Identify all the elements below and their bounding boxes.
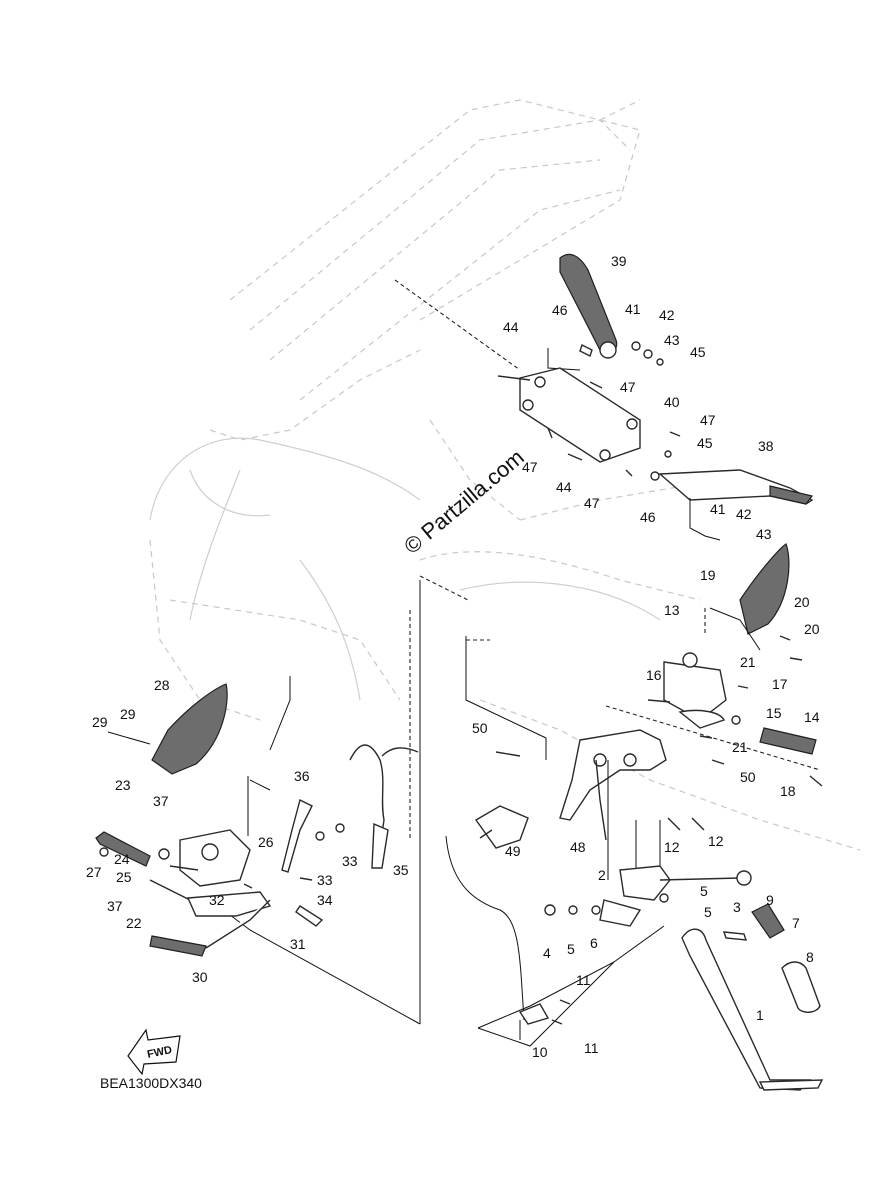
callout-label: 13 — [664, 602, 680, 618]
callout-label: 2 — [598, 867, 606, 883]
left-footpeg-part — [95, 831, 151, 867]
callout-label: 6 — [590, 935, 598, 951]
passenger-bracket-part — [519, 367, 641, 463]
brake-pedal-arm-part — [595, 759, 607, 841]
shift-pedal-arm-part — [186, 891, 272, 917]
callout-label: 29 — [92, 714, 108, 730]
callout-label: 24 — [114, 851, 130, 867]
callout-label: 44 — [503, 319, 519, 335]
callout-label: 28 — [154, 677, 170, 693]
callout-label: 41 — [710, 501, 726, 517]
callout-label: 43 — [756, 526, 772, 542]
callout-label: 35 — [393, 862, 409, 878]
callout-label: 38 — [758, 438, 774, 454]
callout-label: 16 — [646, 667, 662, 683]
callout-label: 49 — [505, 843, 521, 859]
diagram-code: BEA1300DX340 — [100, 1075, 202, 1091]
right-footpeg-part — [759, 727, 817, 755]
callout-label: 27 — [86, 864, 102, 880]
callout-label: 22 — [126, 915, 142, 931]
fwd-arrow-icon: FWD — [127, 1028, 181, 1076]
callout-labels: 39 46 41 42 43 45 44 47 40 47 45 38 47 4… — [86, 253, 820, 1060]
callout-label: 17 — [772, 676, 788, 692]
callout-label: 36 — [294, 768, 310, 784]
passenger-footrest-assembly — [394, 253, 814, 541]
callout-label: 21 — [740, 654, 756, 670]
right-footrest-bracket-part — [663, 661, 727, 721]
rider-left-footrest-assembly — [95, 676, 421, 1025]
callout-label: 48 — [570, 839, 586, 855]
reservoir-bracket-part — [474, 805, 529, 849]
callout-label: 10 — [532, 1044, 548, 1060]
callout-label: 18 — [780, 783, 796, 799]
callout-label: 37 — [107, 898, 123, 914]
brake-lever-plate-part — [559, 729, 667, 821]
callout-label: 14 — [804, 709, 820, 725]
callout-label: 30 — [192, 969, 208, 985]
fwd-label: FWD — [146, 1044, 173, 1061]
callout-label: 1 — [756, 1007, 764, 1023]
callout-label: 42 — [659, 307, 675, 323]
shift-rod-part — [281, 798, 313, 873]
callout-label: 15 — [766, 705, 782, 721]
callout-label: 12 — [664, 839, 680, 855]
callout-label: 23 — [115, 777, 131, 793]
watermark: © Partzilla.com — [399, 444, 529, 558]
right-heel-guard-part — [739, 543, 790, 635]
callout-label: 32 — [209, 892, 225, 908]
callout-label: 19 — [700, 567, 716, 583]
callout-label: 41 — [625, 301, 641, 317]
callout-label: 12 — [708, 833, 724, 849]
background-frame-outline — [149, 99, 861, 851]
callout-label: 21 — [732, 739, 748, 755]
callout-label: 25 — [116, 869, 132, 885]
callout-label: 33 — [317, 872, 333, 888]
callout-label: 20 — [794, 594, 810, 610]
callout-label: 11 — [584, 1040, 599, 1056]
callout-label: 47 — [522, 459, 538, 475]
left-heel-guard-part — [151, 683, 228, 775]
callout-label: 5 — [700, 883, 708, 899]
callout-label: 44 — [556, 479, 572, 495]
callout-label: 47 — [700, 412, 716, 428]
rider-right-footrest-assembly — [605, 543, 823, 787]
callout-label: 45 — [697, 435, 713, 451]
callout-label: 43 — [664, 332, 680, 348]
callout-label: 46 — [640, 509, 656, 525]
callout-label: 9 — [766, 892, 774, 908]
sidestand-spring-part — [751, 903, 785, 939]
callout-label: 50 — [740, 769, 756, 785]
callout-label: 42 — [736, 506, 752, 522]
callout-label: 46 — [552, 302, 568, 318]
callout-label: 29 — [120, 706, 136, 722]
callout-label: 50 — [472, 720, 488, 736]
sidestand-leg-part — [681, 928, 812, 1091]
sidestand-bracket-part — [619, 865, 671, 901]
callout-label: 8 — [806, 949, 814, 965]
callout-label: 3 — [733, 899, 741, 915]
callout-label: 47 — [620, 379, 636, 395]
callout-label: 26 — [258, 834, 274, 850]
callout-label: 47 — [584, 495, 600, 511]
sidestand-assembly — [477, 760, 824, 1091]
callout-label: 45 — [690, 344, 706, 360]
callout-label: 33 — [342, 853, 358, 869]
callout-label: 20 — [804, 621, 820, 637]
callout-label: 5 — [704, 904, 712, 920]
sidestand-pin-part — [781, 961, 821, 1013]
callout-label: 40 — [664, 394, 680, 410]
callout-label: 7 — [792, 915, 800, 931]
passenger-footpeg-grip-part — [559, 253, 618, 355]
callout-label: 31 — [290, 936, 306, 952]
callout-label: 5 — [567, 941, 575, 957]
callout-label: 37 — [153, 793, 169, 809]
callout-label: 4 — [543, 945, 551, 961]
callout-label: 34 — [317, 892, 333, 908]
shift-pedal-toe-part — [149, 935, 207, 957]
brake-pedal-assembly — [419, 575, 705, 1040]
callout-label: 39 — [611, 253, 627, 269]
callout-label: 11 — [576, 972, 591, 988]
